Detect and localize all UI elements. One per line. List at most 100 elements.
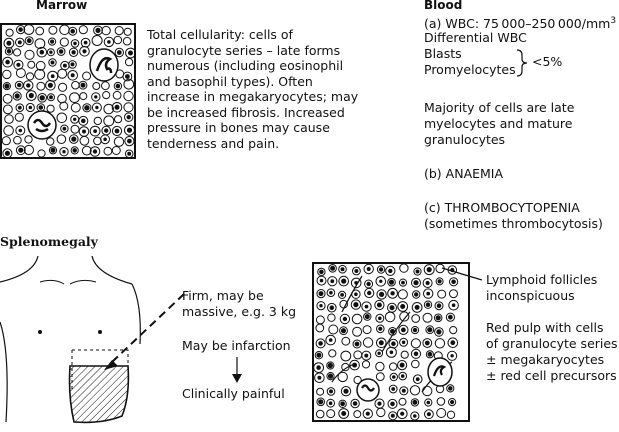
cell-nucleus-mark (319, 304, 323, 308)
cell-mark (23, 24, 35, 35)
blood-heading: Blood (424, 0, 463, 12)
lymphoid-pointer-line (441, 267, 483, 281)
thrombocytopenia-label: (c) THROMBOCYTOPENIA (424, 200, 580, 215)
bracket-value: <5% (532, 54, 563, 69)
cell-mark (434, 327, 444, 337)
cell-mark (400, 350, 409, 359)
cell-nucleus-mark (424, 340, 430, 346)
cell-mark (339, 326, 348, 336)
cell-mark (123, 90, 134, 102)
cell-mark (326, 387, 336, 396)
cell-mark (340, 386, 352, 397)
cell-mark (316, 289, 326, 299)
cell-nucleus-mark (392, 375, 396, 379)
cell-mark (338, 408, 350, 419)
cell-nucleus-mark (70, 62, 75, 67)
cell-nucleus-mark (17, 82, 22, 88)
lymphoid-label: Lymphoid follicles (486, 272, 598, 287)
cell-nucleus-mark (415, 377, 420, 382)
cell-nucleus-mark (319, 269, 324, 275)
firm-label: Firm, may be (182, 288, 264, 303)
red-pulp-label: Red pulp with cells (486, 320, 604, 335)
cell-mark (101, 81, 110, 91)
firm-label: massive, e.g. 3 kg (182, 304, 297, 319)
cell-nucleus-mark (6, 49, 12, 54)
cell-nucleus-mark (329, 389, 333, 394)
cell-nucleus-mark (448, 314, 453, 320)
cell-mark (316, 275, 327, 286)
cell-mark (375, 372, 385, 381)
cell-mark (423, 288, 434, 299)
cell-mark (376, 407, 386, 418)
cell-nucleus-mark (28, 92, 34, 99)
cell-nucleus-mark (26, 38, 32, 44)
cell-nucleus-mark (125, 74, 130, 79)
cell-mark (4, 47, 14, 56)
cell-mark (14, 112, 24, 122)
cell-mark (448, 398, 457, 407)
cell-nucleus-mark (448, 386, 453, 391)
cell-nucleus-mark (17, 105, 22, 110)
cell-nucleus-mark (354, 292, 358, 297)
brace-icon (516, 49, 528, 77)
cell-nucleus-mark (340, 267, 345, 272)
cell-mark (25, 72, 35, 81)
cell-mark (326, 372, 335, 381)
cell-nucleus-mark (319, 278, 324, 283)
cell-mark (56, 47, 66, 56)
cell-mark (399, 337, 409, 347)
cell-mark (352, 339, 362, 349)
cell-mark (350, 277, 362, 289)
cell-nucleus-mark (81, 118, 86, 124)
cell-mark (15, 103, 25, 112)
cell-nucleus-mark (329, 290, 333, 295)
cell-mark (314, 372, 325, 383)
cell-mark (15, 145, 26, 156)
cell-nucleus-mark (377, 401, 382, 406)
cell-mark (425, 325, 435, 335)
cell-mark (59, 37, 69, 47)
down-arrow-icon (232, 357, 242, 383)
cell-mark (326, 361, 335, 370)
neutrophil-icon (27, 110, 57, 140)
cell-nucleus-mark (378, 340, 384, 346)
cell-nucleus-mark (5, 59, 10, 65)
cell-nucleus-mark (80, 82, 86, 88)
cell-mark (363, 263, 374, 275)
cell-nucleus-mark (378, 316, 382, 321)
cell-mark (113, 81, 123, 91)
cell-mark (48, 37, 57, 46)
cell-nucleus-mark (18, 147, 24, 153)
cell-nucleus-mark (330, 265, 336, 271)
cell-nucleus-mark (401, 340, 406, 345)
cell-nucleus-mark (82, 129, 86, 134)
cell-nucleus-mark (92, 149, 98, 154)
cell-mark (125, 47, 136, 59)
cell-mark (79, 92, 88, 101)
cell-mark (361, 350, 372, 361)
cell-mark (328, 324, 339, 335)
cell-nucleus-mark (364, 304, 369, 309)
red-pulp-label: ± megakaryocytes (486, 352, 605, 367)
cell-nucleus-mark (390, 291, 395, 296)
cell-mark (350, 398, 360, 409)
cell-nucleus-mark (451, 303, 456, 308)
cell-nucleus-mark (4, 83, 10, 89)
cell-nucleus-mark (330, 279, 335, 284)
cell-mark (4, 114, 14, 124)
cell-mark (67, 70, 78, 81)
cell-mark (326, 398, 336, 408)
cell-mark (425, 350, 435, 359)
cell-mark (102, 91, 111, 100)
cell-mark (445, 312, 455, 322)
marrow-line: and basophil types). Often (147, 73, 313, 89)
cell-nucleus-mark (128, 50, 133, 56)
cell-nucleus-mark (450, 354, 454, 358)
cell-nucleus-mark (83, 40, 88, 45)
cell-nucleus-mark (328, 338, 333, 342)
cell-mark (57, 68, 68, 79)
cell-mark (353, 410, 362, 419)
cell-nucleus-mark (50, 39, 55, 44)
cell-nucleus-mark (62, 63, 67, 68)
blasts-label: Blasts (424, 46, 462, 61)
